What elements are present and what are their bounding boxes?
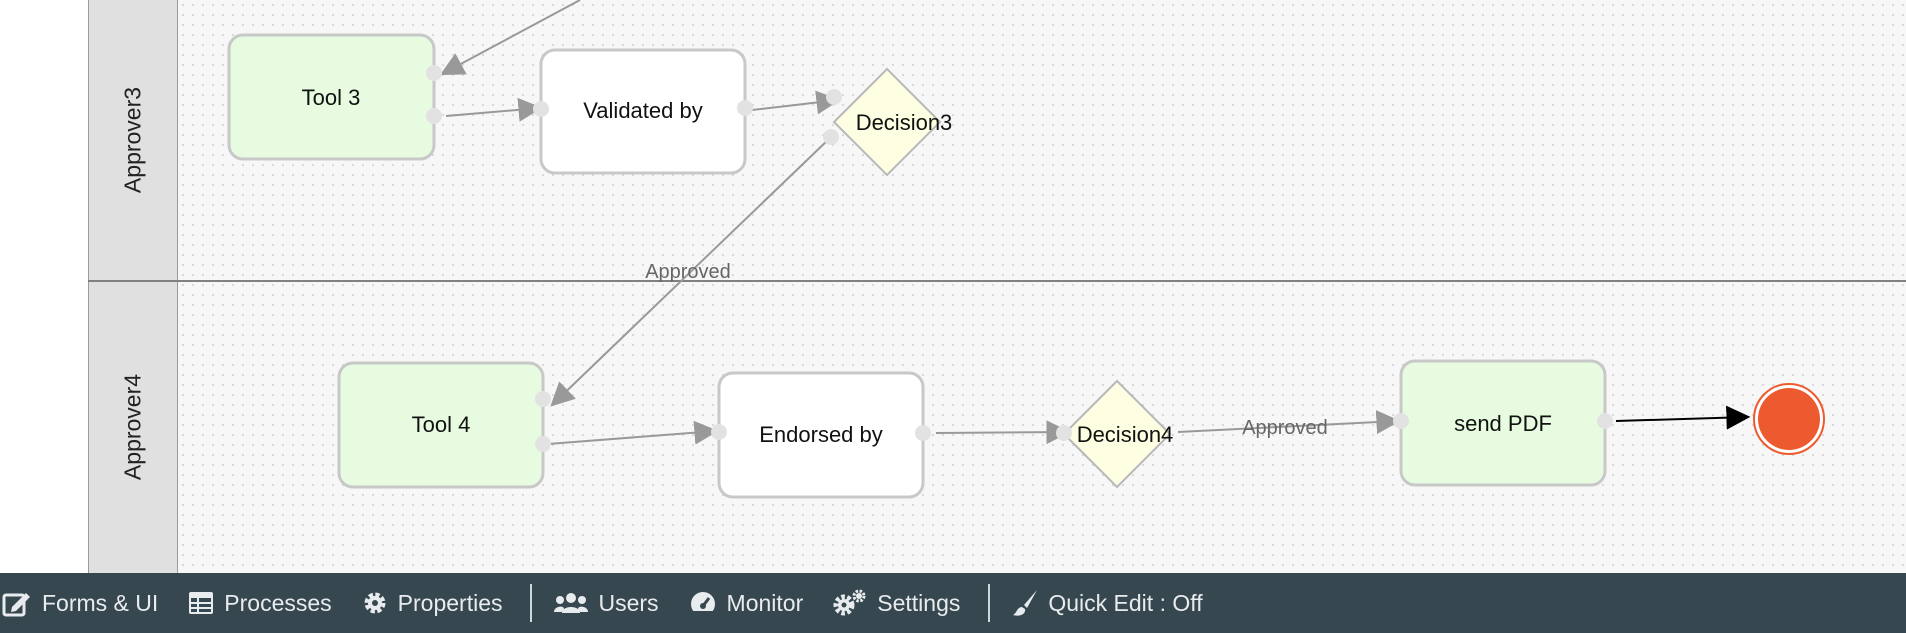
end-event[interactable] xyxy=(1753,383,1825,455)
users-label: Users xyxy=(598,589,659,616)
processes-button[interactable]: Processes xyxy=(188,573,345,633)
port-validated-in[interactable] xyxy=(533,101,549,117)
port-endorsed-in[interactable] xyxy=(711,424,727,440)
paintbrush-icon xyxy=(1013,590,1038,616)
task-label-validated-by: Validated by xyxy=(583,98,702,123)
gear-icon xyxy=(364,592,386,614)
edge-decision3-tool4[interactable] xyxy=(550,137,831,407)
users-button[interactable]: Users xyxy=(554,573,672,633)
processes-label: Processes xyxy=(224,589,332,616)
quick-edit-toggle[interactable]: Quick Edit : Off xyxy=(1012,573,1216,633)
port-tool4-out[interactable] xyxy=(535,436,551,452)
task-label-tool3: Tool 3 xyxy=(302,85,361,110)
dashboard-icon xyxy=(690,592,715,616)
task-tool3[interactable]: Tool 3 xyxy=(227,33,436,161)
task-label-endorsed-by: Endorsed by xyxy=(759,422,883,447)
edit-icon xyxy=(2,593,30,617)
task-label-send-pdf: send PDF xyxy=(1454,411,1552,436)
users-icon xyxy=(554,593,589,613)
port-tool4-in[interactable] xyxy=(535,391,551,407)
connection-ports xyxy=(426,65,1613,452)
edge-decision4-sendpdf[interactable] xyxy=(1177,410,1401,435)
task-validated-by[interactable]: Validated by xyxy=(539,48,747,175)
gateway-label-decision4: Decision4 xyxy=(1077,422,1174,447)
port-validated-out[interactable] xyxy=(737,100,753,116)
edge-label-approved-3: Approved xyxy=(645,261,731,283)
bottom-toolbar: Forms & UI Processes Properties xyxy=(0,573,1906,633)
toolbar-separator xyxy=(530,584,533,622)
edge-validated-decision3[interactable] xyxy=(751,90,841,115)
forms-ui-label: Forms & UI xyxy=(42,589,159,616)
port-tool3-out[interactable] xyxy=(426,108,442,124)
port-endorsed-out[interactable] xyxy=(915,425,931,441)
lane-header-approver3[interactable]: Approver3 xyxy=(88,0,178,280)
lane-header-approver4[interactable]: Approver4 xyxy=(88,280,178,573)
port-sendpdf-in[interactable] xyxy=(1393,413,1409,429)
task-label-tool4: Tool 4 xyxy=(412,412,471,437)
process-diagram: Approved Approved Tool 3 Validated by De… xyxy=(227,0,1825,499)
edge-tool3-validated[interactable] xyxy=(445,97,543,122)
task-endorsed-by[interactable]: Endorsed by xyxy=(717,371,925,499)
edge-tool4-endorsed[interactable] xyxy=(547,420,719,445)
gateway-label-decision3: Decision3 xyxy=(856,110,953,135)
settings-label: Settings xyxy=(877,589,961,616)
table-icon xyxy=(189,592,214,614)
gateway-decision4[interactable]: Decision4 xyxy=(1062,379,1174,489)
properties-button[interactable]: Properties xyxy=(362,573,517,633)
port-decision3-out[interactable] xyxy=(823,129,839,145)
quick-edit-label: Quick Edit : Off xyxy=(1048,589,1203,616)
task-tool4[interactable]: Tool 4 xyxy=(337,361,545,489)
port-decision4-in[interactable] xyxy=(1056,425,1072,441)
edge-label-approved-4: Approved xyxy=(1242,417,1328,439)
monitor-button[interactable]: Monitor xyxy=(689,573,818,633)
gateway-decision3[interactable]: Decision3 xyxy=(832,67,953,177)
edge-incoming-tool3[interactable] xyxy=(439,0,581,76)
edge-endorsed-decision4[interactable] xyxy=(935,420,1071,445)
gears-icon xyxy=(833,589,866,616)
port-decision3-in[interactable] xyxy=(826,89,842,105)
port-sendpdf-out[interactable] xyxy=(1597,413,1613,429)
monitor-label: Monitor xyxy=(726,589,804,616)
toolbar-separator xyxy=(988,584,991,622)
settings-button[interactable]: Settings xyxy=(833,573,974,633)
port-tool3-in[interactable] xyxy=(426,65,442,81)
lane-divider xyxy=(88,280,1906,282)
edge-sendpdf-end[interactable] xyxy=(1615,405,1751,430)
task-send-pdf[interactable]: send PDF xyxy=(1399,359,1607,487)
properties-label: Properties xyxy=(397,589,503,616)
forms-ui-button[interactable]: Forms & UI xyxy=(0,573,172,633)
